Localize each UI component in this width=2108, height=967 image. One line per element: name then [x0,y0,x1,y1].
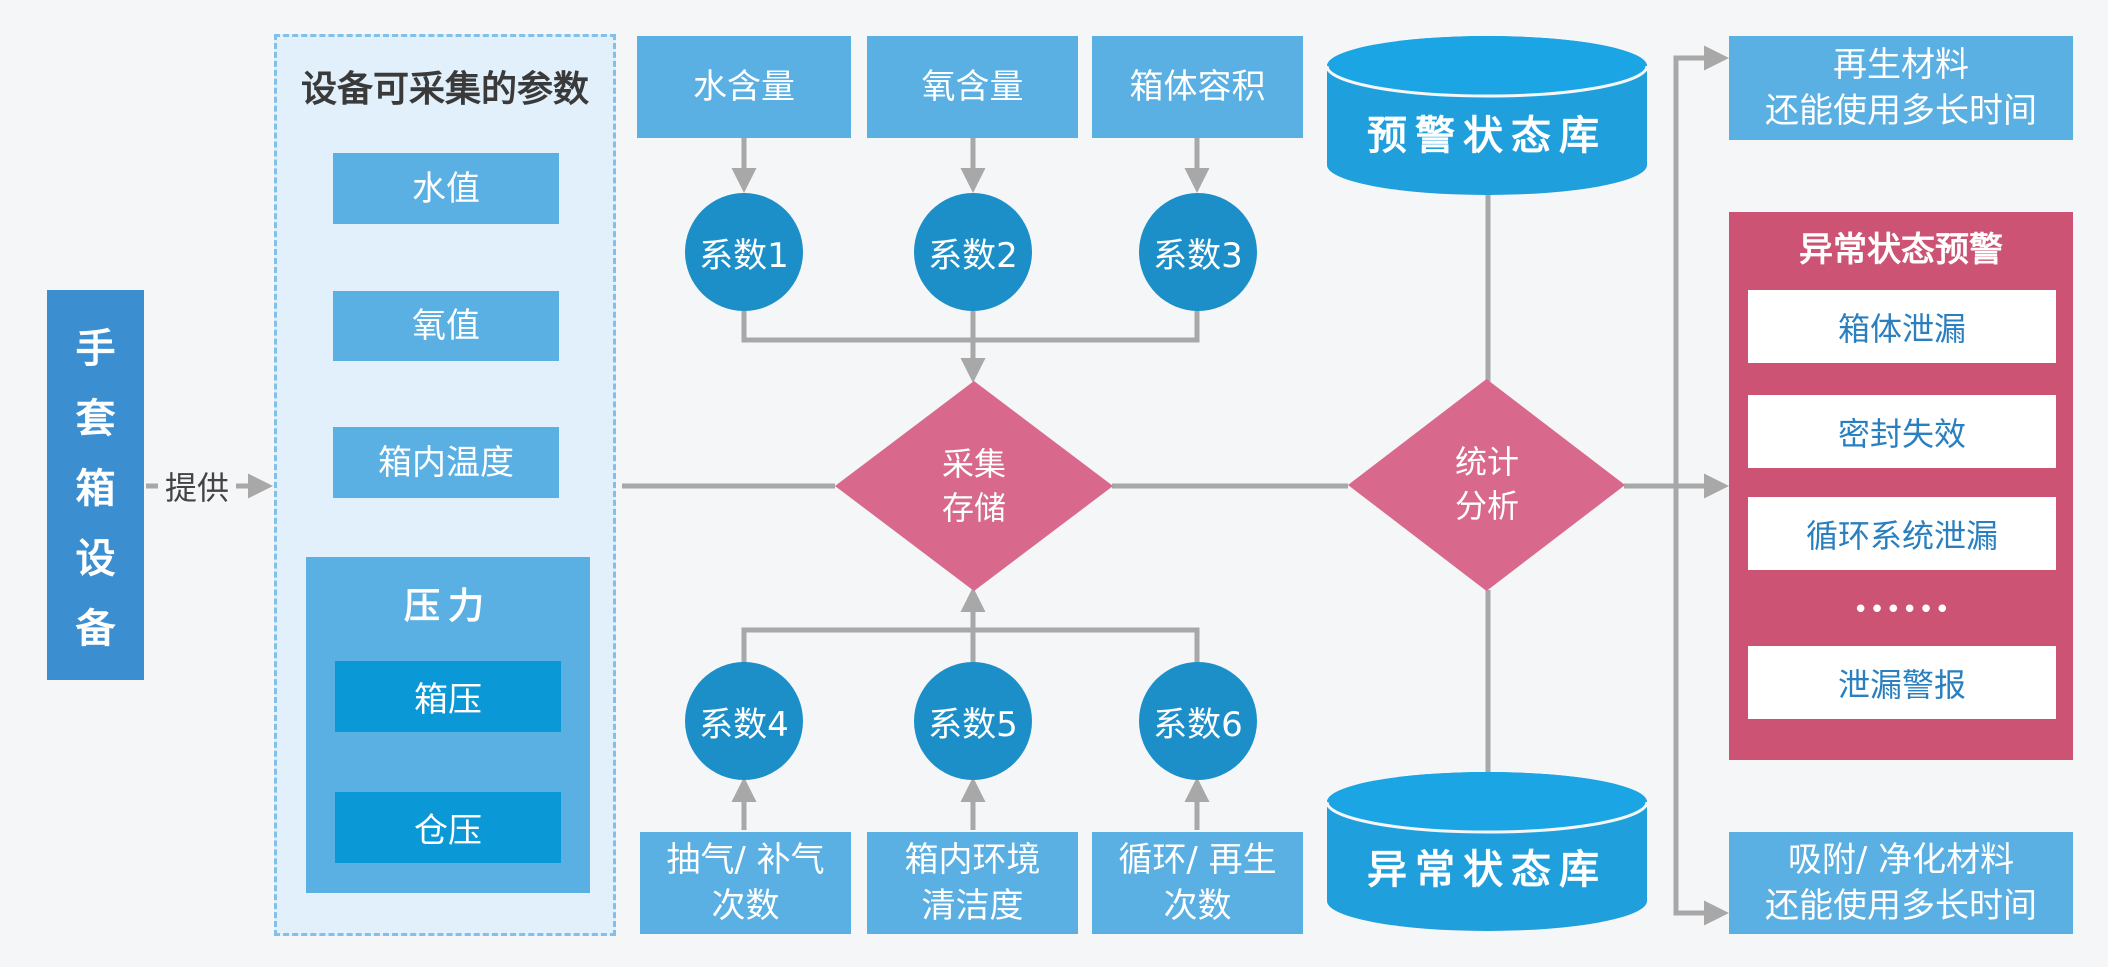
device-char: 备 [75,606,116,652]
device-char: 手 [75,326,116,372]
warning-db-label: 预警状态库 [1367,113,1607,159]
device-char: 设 [75,536,116,582]
input-oxygen-content: 氧含量 [867,36,1078,138]
alert-item-seal-failure: 密封失效 [1748,395,2056,468]
params-panel-title: 设备可采集的参数 [300,69,589,110]
pressure-title: 压力 [403,586,492,627]
coefficient-4: 系数4 [685,662,803,780]
param-chamber-pressure: 仓压 [335,792,561,863]
alert-item-ellipsis: •••••• [1852,595,1951,625]
arrow-bracket-to-top-output [1673,45,1729,486]
alert-item-circulation-leak: 循环系统泄漏 [1748,497,2056,570]
output-regen-material-life: 再生材料 还能使用多长时间 [1729,36,2073,140]
input-pump-fill-count: 抽气/ 补气 次数 [640,832,851,934]
param-oxygen: 氧值 [333,291,559,361]
coefficient-5: 系数5 [914,662,1032,780]
arrow-bracket-to-bottom-output [1673,486,1729,926]
param-box-temperature: 箱内温度 [333,427,559,498]
warning-db-cylinder [1325,36,1649,195]
input-cycle-regen-count: 循环/ 再生 次数 [1092,832,1303,934]
abnormal-db-label: 异常状态库 [1367,847,1607,893]
statistics-diamond [1348,379,1625,591]
glovebox-device: 手 套 箱 设 备 [47,290,144,680]
alert-item-leak-alarm: 泄漏警报 [1748,646,2056,719]
alert-panel-title: 异常状态预警 [1799,229,2003,270]
coefficient-6: 系数6 [1139,662,1257,780]
param-water: 水值 [333,153,559,224]
device-char: 箱 [75,466,116,512]
provide-label: 提供 [164,469,229,507]
coefficient-2: 系数2 [914,193,1032,311]
alert-item-box-leak: 箱体泄漏 [1748,290,2056,363]
collect-store-diamond [835,381,1113,591]
output-adsorb-material-life: 吸附/ 净化材料 还能使用多长时间 [1729,832,2073,934]
collect-store-label: 采集 存储 [941,445,1006,527]
coefficient-3: 系数3 [1139,193,1257,311]
device-char: 套 [75,396,116,442]
input-box-volume: 箱体容积 [1092,36,1303,138]
input-water-content: 水含量 [637,36,851,138]
input-box-cleanliness: 箱内环境 清洁度 [867,832,1078,934]
abnormal-db-cylinder [1325,772,1649,931]
param-box-pressure: 箱压 [335,661,561,732]
coefficient-1: 系数1 [685,193,803,311]
statistics-label: 统计 分析 [1454,443,1519,525]
